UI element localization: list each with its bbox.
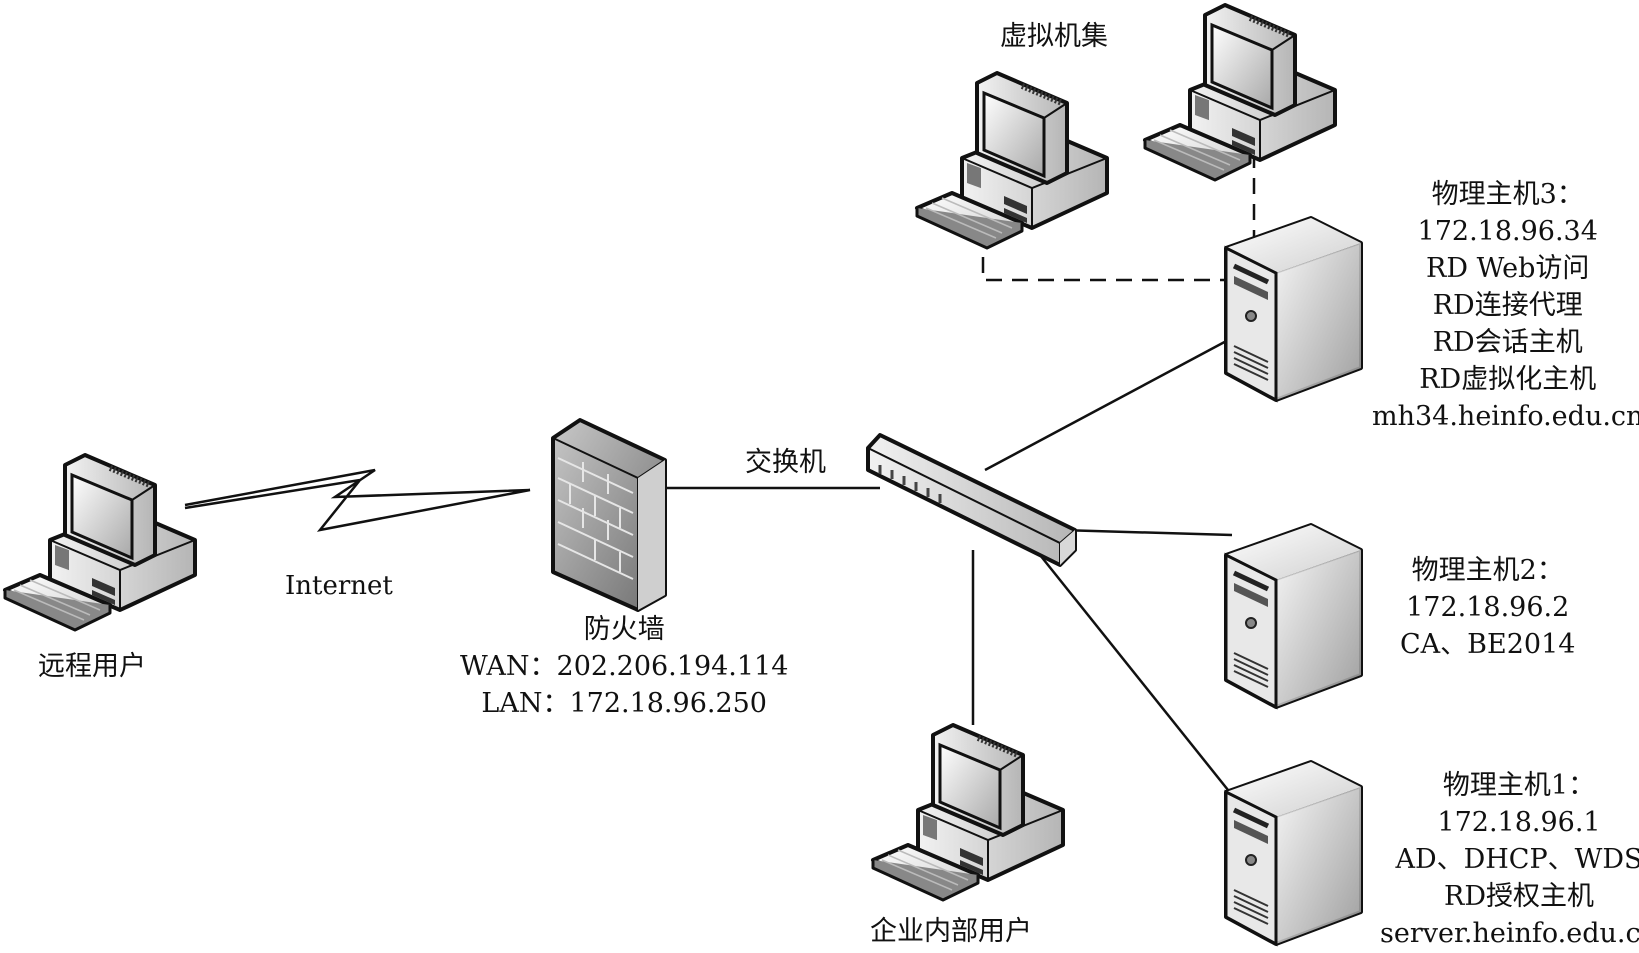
host1-server-icon[interactable] (1226, 762, 1361, 944)
vm1-computer-icon[interactable] (917, 73, 1107, 248)
host3-server-icon[interactable] (1226, 218, 1361, 400)
host3-ip: 172.18.96.34 (1417, 216, 1598, 247)
host1-role: RD授权主机 (1444, 881, 1594, 912)
link-host3-vm-cluster (981, 205, 1232, 282)
host3-fqdn: mh34.heinfo.edu.cn (1372, 401, 1639, 432)
remote-user-label: 远程用户 (38, 651, 146, 682)
host1-fqdn: server.heinfo.edu.cn (1380, 918, 1639, 949)
host2-server-icon[interactable] (1226, 525, 1361, 707)
link-switch-host3 (984, 336, 1233, 472)
host3-role: RD虚拟化主机 (1419, 364, 1597, 395)
network-switch-icon[interactable] (866, 433, 1077, 567)
host2-name: 物理主机2： (1411, 555, 1564, 586)
vm-cluster-label: 虚拟机集 (1000, 21, 1108, 52)
link-switch-host2 (1059, 528, 1233, 537)
link-switch-host1 (1039, 554, 1233, 796)
host3-role: RD会话主机 (1432, 327, 1583, 358)
internet-label: Internet (285, 571, 393, 601)
host3-role: RD连接代理 (1432, 290, 1583, 321)
firewall-icon[interactable] (551, 418, 667, 612)
host2-ip: 172.18.96.2 (1406, 592, 1570, 623)
link-internet-lightning (184, 468, 531, 532)
host3-role: RD Web访问 (1426, 253, 1590, 284)
firewall-lan: LAN：172.18.96.250 (481, 688, 767, 719)
switch-label: 交换机 (745, 447, 826, 478)
links (184, 100, 1256, 796)
firewall-label: 防火墙 WAN：202.206.194.114 LAN：172.18.96.25… (460, 611, 788, 722)
internal-user-label: 企业内部用户 (870, 916, 1032, 947)
internal-user-computer-icon[interactable] (873, 725, 1063, 900)
firewall-wan: WAN：202.206.194.114 (460, 651, 789, 682)
host1-label: 物理主机1： 172.18.96.1 AD、DHCP、WDS RD授权主机 se… (1380, 767, 1639, 952)
host1-role: AD、DHCP、WDS (1395, 844, 1639, 875)
firewall-name: 防火墙 (583, 614, 665, 645)
host3-label: 物理主机3： 172.18.96.34 RD Web访问 RD连接代理 RD会话… (1372, 176, 1639, 435)
remote-user-computer-icon[interactable] (5, 455, 195, 630)
vm2-computer-icon[interactable] (1145, 5, 1335, 180)
host1-name: 物理主机1： (1442, 770, 1596, 801)
host2-role: CA、BE2014 (1400, 629, 1576, 660)
host1-ip: 172.18.96.1 (1437, 807, 1601, 838)
host2-label: 物理主机2： 172.18.96.2 CA、BE2014 (1400, 552, 1575, 663)
host3-name: 物理主机3： (1431, 179, 1584, 210)
